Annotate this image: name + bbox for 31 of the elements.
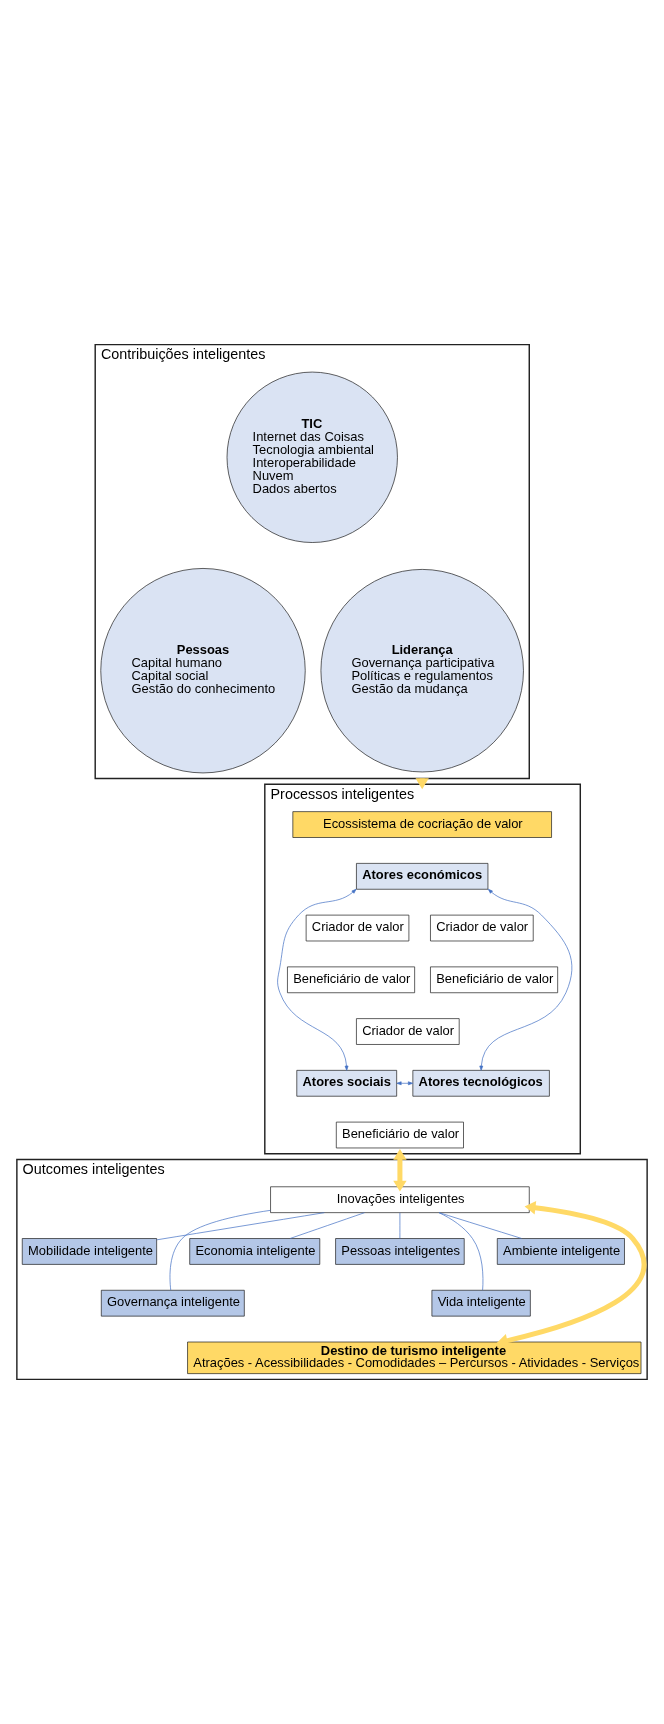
node-box: Atores tecnológicos — [412, 1070, 550, 1097]
connector — [156, 1212, 325, 1241]
node-circle: Liderança Governança participativa Políticas e regulamentos Gestão da mudança — [320, 569, 524, 773]
arrow — [396, 1081, 414, 1086]
connector — [289, 1212, 365, 1239]
node-box: Vida inteligente — [431, 1289, 531, 1317]
node-box: Inovações inteligentes — [270, 1186, 530, 1213]
node-box: Beneficiário de valor — [430, 966, 558, 994]
node-box: Beneficiário de valor — [335, 1121, 464, 1149]
connector — [169, 1210, 271, 1291]
node-box: Pessoas inteligentes — [335, 1238, 465, 1265]
connector — [438, 1212, 522, 1239]
node-circle: Pessoas Capital humano Capital social Gestão do conhecimento — [100, 568, 306, 774]
node-box: Beneficiário de valor — [287, 966, 415, 994]
node-box: Atores sociais — [296, 1070, 398, 1097]
node-box: Destino de turismo inteligente Atrações - Acessibilidades - Comodidades – Percursos - Atividades - Serviços — [187, 1341, 642, 1374]
arrow — [393, 1148, 407, 1192]
connector — [438, 1212, 484, 1291]
node-box: Governança inteligente — [100, 1289, 245, 1317]
connector — [399, 1212, 401, 1239]
node-box: Atores económicos — [356, 863, 489, 890]
node-box: Criador de valor — [305, 914, 410, 942]
node-box: Criador de valor — [430, 914, 534, 942]
node-box: Mobilidade inteligente — [21, 1238, 157, 1265]
arrow — [277, 888, 357, 1071]
node-circle: TIC Internet das Coisas Tecnologia ambiental Interoperabilidade Nuvem Dados abertos — [226, 371, 398, 543]
node-box: Ambiente inteligente — [496, 1238, 625, 1265]
arrow — [479, 888, 573, 1071]
node-box: Criador de valor — [356, 1018, 460, 1045]
node-box: Ecossistema de cocriação de valor — [292, 811, 552, 838]
node-box: Economia inteligente — [189, 1238, 321, 1265]
